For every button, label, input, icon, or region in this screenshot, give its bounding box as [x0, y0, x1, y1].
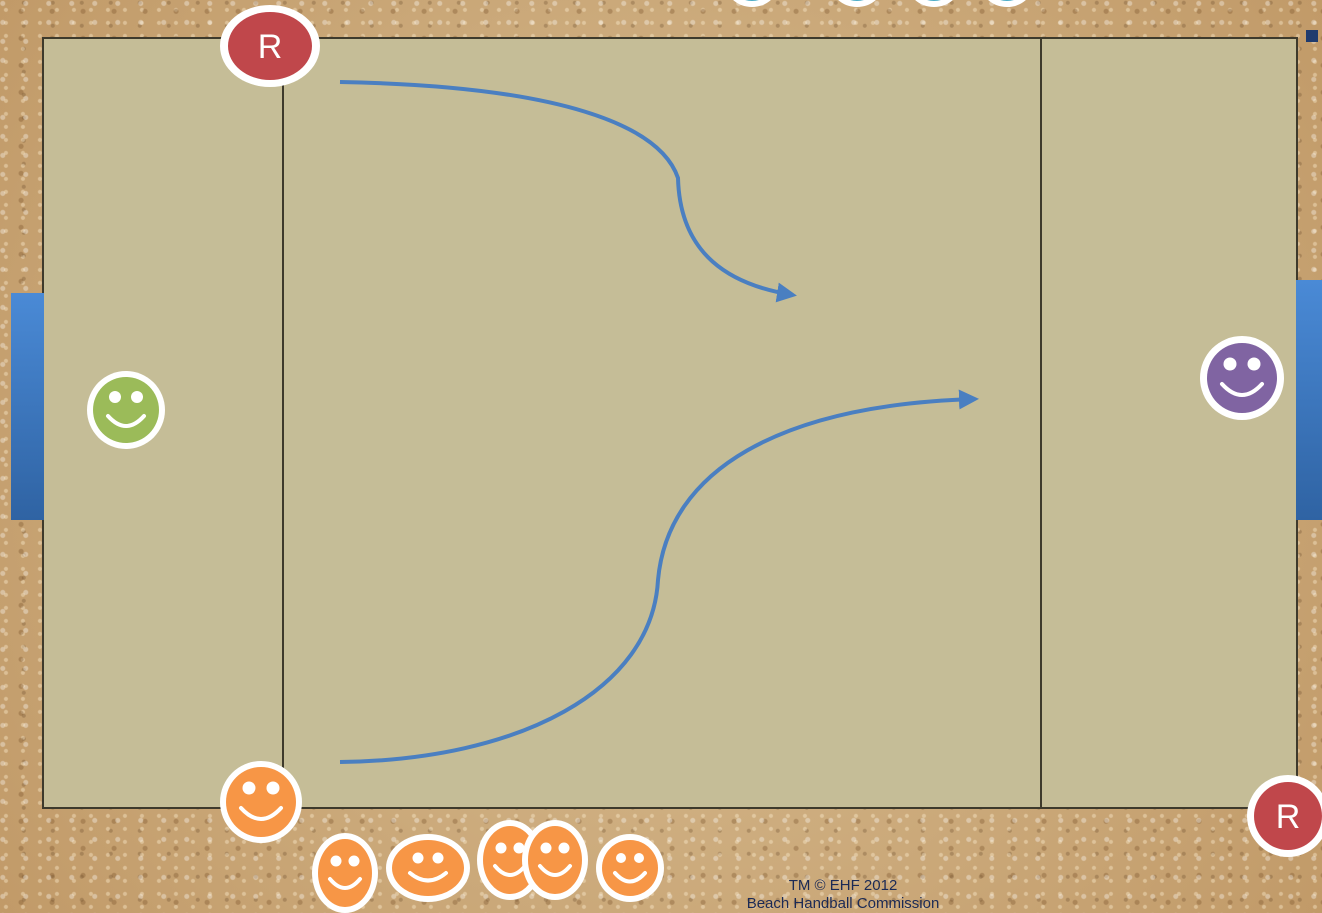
orange-court-player-face [220, 761, 302, 843]
referee-top: R [220, 5, 320, 87]
right-goalkeeper-face [1200, 336, 1284, 420]
teal-player-face [908, 0, 960, 4]
orange-substitute-face [386, 834, 470, 902]
orange-substitute-face [596, 834, 664, 902]
teal-player-face [726, 0, 778, 4]
orange-substitute-face [312, 833, 378, 913]
teal-player-face [831, 0, 883, 4]
left-goalkeeper-face [87, 371, 165, 449]
copyright-credit: TM © EHF 2012 Beach Handball Commission [747, 877, 940, 913]
court [43, 38, 1297, 808]
left-goal [11, 293, 44, 520]
teal-substitutes [726, 0, 1033, 4]
credit-line-1: TM © EHF 2012 [747, 877, 940, 895]
slide-bullet-marker [1306, 30, 1318, 42]
credit-line-2: Beach Handball Commission [747, 895, 940, 913]
orange-substitute-face [522, 820, 588, 900]
right-goal [1296, 280, 1322, 520]
orange-substitutes [312, 820, 664, 913]
referee-bottom-label: R [1276, 798, 1301, 836]
teal-player-face [981, 0, 1033, 4]
referee-top-label: R [258, 28, 283, 66]
